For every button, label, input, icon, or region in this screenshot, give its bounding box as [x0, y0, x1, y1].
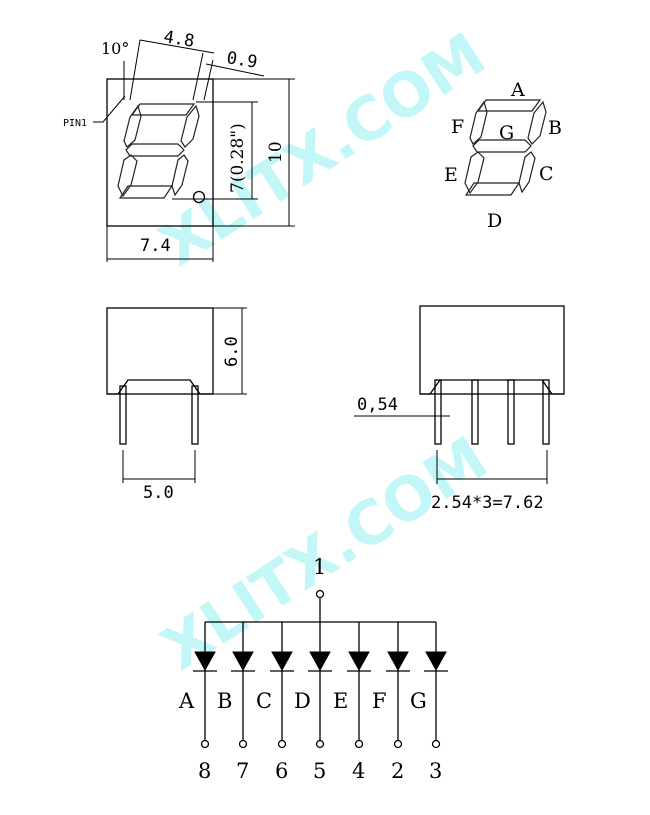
- map-segment-a: [476, 99, 542, 112]
- rear-base-notch: [420, 379, 564, 395]
- map-label-d: D: [487, 210, 502, 232]
- dim-6-0-text: 6.0: [222, 336, 242, 367]
- front-segment-a: [130, 103, 196, 116]
- dim-0-9-line: [205, 63, 265, 77]
- pin1-label: PIN1: [63, 118, 87, 129]
- dim-0-9-ext: [203, 59, 214, 101]
- diode-symbol: [348, 651, 370, 672]
- map-label-b: B: [548, 117, 562, 139]
- segment-map: A B C D E F G: [444, 79, 562, 232]
- front-segment-c: [171, 154, 189, 197]
- diode-a: A8: [178, 622, 217, 783]
- map-segment-e: [464, 151, 485, 195]
- diode-c: C6: [256, 622, 294, 783]
- pin-number-label: 2: [391, 759, 404, 783]
- segment-label: D: [294, 689, 311, 713]
- rear-pin-3: [507, 379, 515, 445]
- pin-number-label: 3: [429, 759, 442, 783]
- dim-7-4-text: 7.4: [140, 236, 171, 256]
- front-segment-g: [125, 143, 185, 157]
- side-view: 6.0 5.0: [106, 307, 247, 503]
- map-label-e: E: [444, 164, 458, 186]
- side-body-outline: [106, 307, 214, 395]
- pin-terminal: [431, 739, 441, 749]
- diode-b: B7: [217, 622, 255, 783]
- rear-pin-1: [434, 379, 442, 445]
- rear-pin-4: [542, 379, 550, 445]
- pin-number-label: 7: [236, 759, 249, 783]
- diode-symbol: [387, 651, 409, 672]
- pin-number-label: 6: [275, 759, 288, 783]
- front-view: PIN1 10° 4.8 0.9 7(0.28") 10 7.4: [63, 27, 295, 262]
- map-segment-f: [469, 100, 488, 145]
- front-body-outline: [106, 78, 214, 227]
- map-label-c: C: [539, 163, 554, 185]
- side-pin-left: [119, 385, 127, 445]
- dim-0-54-text: 0,54: [357, 395, 398, 415]
- map-label-g: G: [499, 122, 514, 144]
- pin-terminal: [277, 739, 287, 749]
- front-digit-segments: [117, 103, 200, 199]
- svg-text:XLITX.COM: XLITX.COM: [148, 20, 498, 281]
- diode-symbol: [425, 651, 447, 672]
- pin1-leader: [93, 95, 126, 123]
- angle-label: 10°: [101, 39, 129, 58]
- map-label-f: F: [451, 116, 464, 138]
- diode-symbol: [194, 651, 216, 672]
- pin-terminal: [200, 739, 210, 749]
- pin-number-label: 5: [313, 759, 326, 783]
- dim-5-0-text: 5.0: [143, 483, 174, 503]
- common-pin-label: 1: [313, 555, 326, 579]
- diode-d: D5: [294, 622, 332, 783]
- pin-number-label: 4: [352, 759, 365, 783]
- watermark-top: XLITX.COM: [148, 20, 498, 281]
- front-segment-f: [123, 104, 142, 148]
- rear-pin-2: [471, 379, 479, 445]
- common-pin-terminal: [315, 589, 325, 599]
- map-segment-b: [527, 100, 547, 145]
- map-segment-d: [464, 182, 521, 196]
- diode-e: E4: [333, 622, 371, 783]
- side-pin-right: [191, 385, 199, 445]
- dim-4-8-text: 4.8: [162, 27, 195, 52]
- rear-view: 0,54 2.54*3=7.62: [354, 305, 565, 513]
- diode-f: F2: [372, 622, 410, 783]
- dim-pitch-text: 2.54*3=7.62: [431, 493, 544, 513]
- dim-10-text: 10: [266, 141, 286, 163]
- rear-body-outline: [419, 305, 565, 395]
- side-base-notch: [107, 379, 213, 395]
- map-segment-c: [518, 151, 536, 194]
- map-label-a: A: [510, 79, 525, 101]
- diode-symbol: [271, 651, 293, 672]
- pin-number-label: 8: [198, 759, 211, 783]
- pin-terminal: [238, 739, 248, 749]
- segment-label: F: [372, 689, 387, 713]
- pin-terminal: [315, 739, 325, 749]
- diode-symbol: [232, 651, 254, 672]
- map-segment-g: [472, 139, 532, 153]
- segment-label: C: [256, 689, 272, 713]
- dim-4-8-ext: [192, 52, 204, 101]
- segment-label: A: [178, 689, 195, 713]
- angle-slant-line: [129, 39, 141, 101]
- segment-label: B: [217, 689, 232, 713]
- diode-symbol: [309, 651, 331, 672]
- front-segment-b: [180, 104, 200, 148]
- dim-0-9-text: 0.9: [225, 48, 258, 73]
- pin-terminal: [354, 739, 364, 749]
- diode-g: G3: [410, 622, 448, 783]
- dim-4-8-line: [139, 39, 215, 54]
- segment-label: G: [410, 689, 427, 713]
- dim-7-text: 7(0.28"): [228, 123, 248, 193]
- front-segment-d: [118, 185, 174, 199]
- pin-terminal: [393, 739, 403, 749]
- front-segment-e: [117, 154, 138, 198]
- segment-label: E: [333, 689, 348, 713]
- front-decimal-point: [192, 190, 206, 204]
